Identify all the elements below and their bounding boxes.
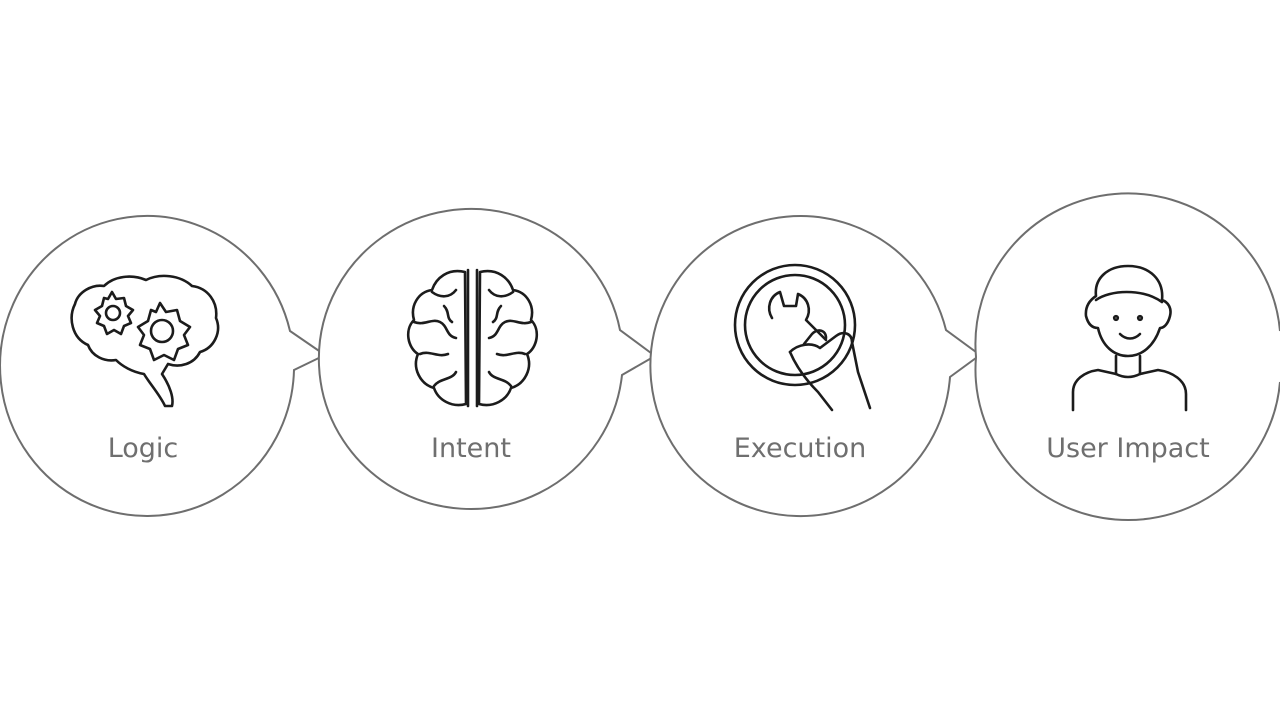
step-execution: Execution bbox=[649, 215, 982, 518]
step-label-execution: Execution bbox=[734, 433, 867, 464]
step-label-intent: Intent bbox=[431, 433, 511, 464]
step-bubble bbox=[649, 215, 982, 518]
brain-icon bbox=[406, 268, 539, 408]
step-label-user-impact: User Impact bbox=[1046, 433, 1210, 464]
user-icon bbox=[1071, 264, 1188, 412]
step-user-impact: User Impact bbox=[974, 192, 1280, 521]
brain-gears-icon bbox=[70, 274, 220, 408]
hand-wrench-icon bbox=[733, 263, 872, 412]
step-label-logic: Logic bbox=[108, 433, 179, 464]
step-bubble bbox=[317, 208, 657, 510]
step-bubble bbox=[0, 215, 327, 517]
step-intent: Intent bbox=[317, 208, 657, 510]
step-logic: Logic bbox=[0, 215, 327, 517]
